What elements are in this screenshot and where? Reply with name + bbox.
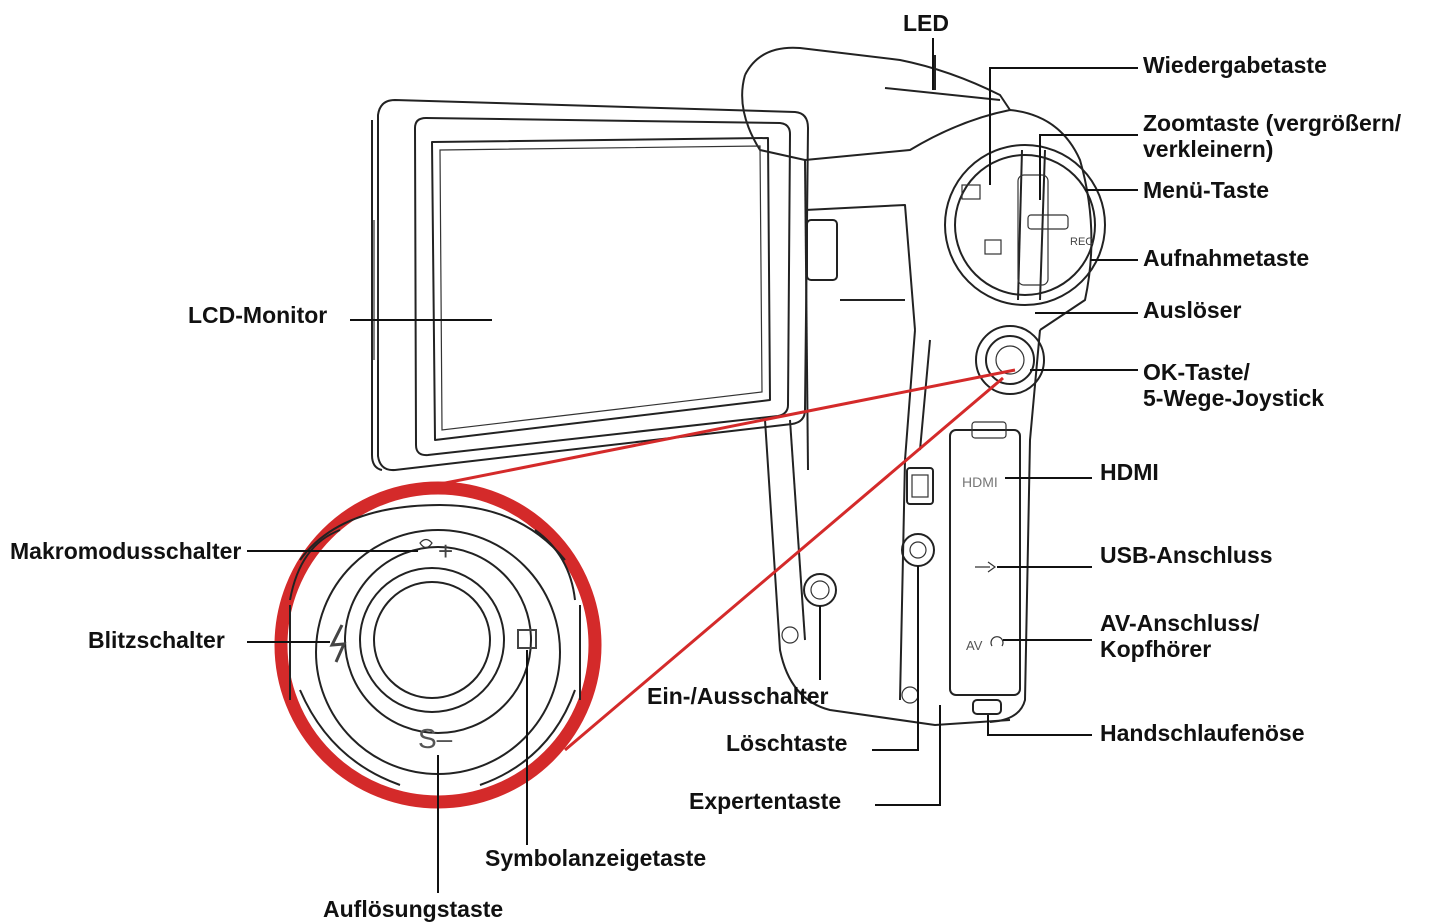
label-av-anschluss: AV-Anschluss/ Kopfhörer <box>1100 610 1260 662</box>
label-ausloeser: Auslöser <box>1143 297 1242 323</box>
hdmi-port-marking: HDMI <box>962 474 998 490</box>
label-menue-taste: Menü-Taste <box>1143 177 1270 203</box>
label-handschlaufenoese: Handschlaufenöse <box>1100 720 1305 746</box>
label-ok-taste: OK-Taste/ 5-Wege-Joystick <box>1143 359 1325 411</box>
label-symbolanzeigetaste: Symbolanzeigetaste <box>485 845 707 871</box>
label-led: LED <box>903 10 949 36</box>
label-usb-anschluss: USB-Anschluss <box>1100 542 1273 568</box>
svg-text:REC: REC <box>1070 236 1093 248</box>
label-zoomtaste: Zoomtaste (vergrößern/ verkleinern) <box>1143 110 1402 162</box>
magnifier-callout <box>274 368 1016 809</box>
lcd-monitor-panel <box>371 99 809 472</box>
label-aufloesungstaste: Auflösungstaste <box>323 896 504 922</box>
camera-body: REC HDMI AV <box>741 46 1106 726</box>
label-makromodusschalter: Makromodusschalter <box>10 538 242 564</box>
label-expertentaste: Expertentaste <box>689 788 842 814</box>
label-loeschtaste: Löschtaste <box>726 730 848 756</box>
label-lcd-monitor: LCD-Monitor <box>188 302 328 328</box>
leader-lines <box>247 38 1138 893</box>
joystick-closeup: + S– <box>289 504 581 786</box>
display-icon <box>517 629 537 649</box>
flash-icon <box>329 624 347 663</box>
label-ein-ausschalter: Ein-/Ausschalter <box>647 683 829 709</box>
label-hdmi: HDMI <box>1100 459 1159 485</box>
label-aufnahmetaste: Aufnahmetaste <box>1143 245 1310 271</box>
label-blitzschalter: Blitzschalter <box>88 627 225 653</box>
plus-marking: + <box>438 536 453 566</box>
s-minus-marking: S– <box>418 723 453 754</box>
av-port-marking: AV <box>966 638 983 653</box>
label-wiedergabetaste: Wiedergabetaste <box>1143 52 1327 78</box>
